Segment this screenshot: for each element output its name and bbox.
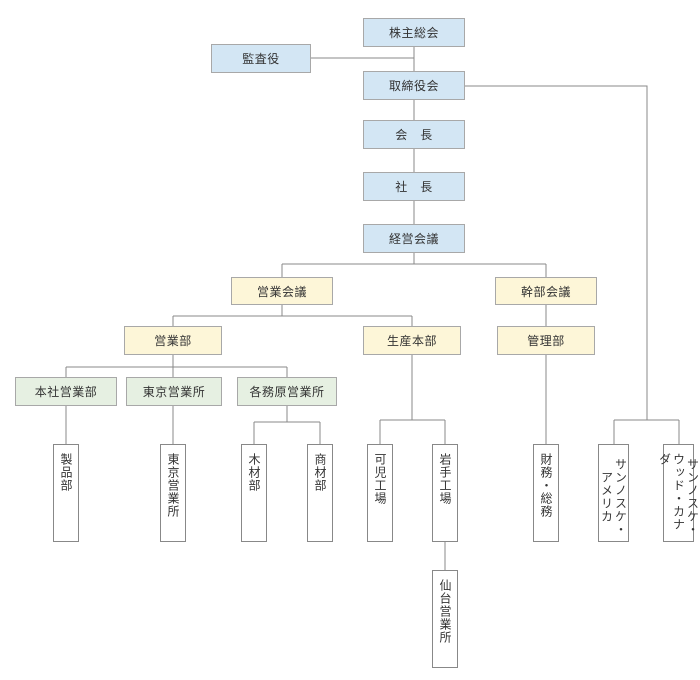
kakamigahara-sales-office-box: 各務原営業所	[237, 377, 337, 406]
chairman-label: 会 長	[395, 128, 433, 142]
president-label: 社 長	[395, 180, 433, 194]
sannosuke-america-line2: アメリカ	[599, 471, 614, 523]
sannosuke-wood-canada-box: サンノスケ・ ウッド・カナダ	[658, 444, 700, 542]
auditor-label: 監査役	[242, 52, 280, 66]
tokyo-sales-office-unit-label: 東京営業所	[166, 453, 180, 518]
auditor-box: 監査役	[211, 44, 311, 73]
lumber-dept-label: 木材部	[247, 453, 261, 492]
shareholders-meeting-box: 株主総会	[363, 18, 465, 47]
iwate-factory-label: 岩手工場	[438, 453, 452, 505]
sales-department-label: 営業部	[154, 334, 192, 348]
kakamigahara-sales-office-label: 各務原営業所	[249, 385, 325, 399]
lumber-dept-box: 木材部	[241, 444, 267, 542]
executive-meeting-box: 幹部会議	[495, 277, 597, 305]
management-meeting-label: 経営会議	[388, 232, 439, 246]
tokyo-sales-office-label: 東京営業所	[142, 385, 206, 399]
kani-factory-box: 可児工場	[367, 444, 393, 542]
sales-department-box: 営業部	[124, 326, 222, 355]
board-of-directors-label: 取締役会	[388, 79, 439, 93]
sales-meeting-box: 営業会議	[231, 277, 333, 305]
administration-department-label: 管理部	[527, 334, 565, 348]
trading-lumber-dept-box: 商材部	[307, 444, 333, 542]
shareholders-meeting-label: 株主総会	[388, 26, 439, 40]
board-of-directors-box: 取締役会	[363, 71, 465, 100]
trading-lumber-dept-label: 商材部	[313, 453, 327, 492]
sannosuke-america-box: サンノスケ・ アメリカ	[598, 444, 629, 542]
sendai-sales-office-label: 仙台営業所	[438, 579, 452, 644]
production-division-label: 生産本部	[386, 334, 437, 348]
sales-meeting-label: 営業会議	[256, 284, 307, 299]
head-office-sales-box: 本社営業部	[15, 377, 117, 406]
tokyo-sales-office-box: 東京営業所	[126, 377, 222, 406]
sendai-sales-office-box: 仙台営業所	[432, 570, 458, 668]
kani-factory-label: 可児工場	[373, 453, 387, 505]
president-box: 社 長	[363, 172, 465, 201]
head-office-sales-label: 本社営業部	[34, 385, 98, 399]
management-meeting-box: 経営会議	[363, 224, 465, 253]
sannosuke-wood-canada-line1: サンノスケ・	[685, 458, 700, 536]
finance-general-affairs-box: 財務・総務	[533, 444, 559, 542]
chairman-box: 会 長	[363, 120, 465, 149]
executive-meeting-label: 幹部会議	[520, 284, 571, 299]
tokyo-sales-office-unit-box: 東京営業所	[160, 444, 186, 542]
sannosuke-america-line1: サンノスケ・	[613, 458, 628, 536]
administration-department-box: 管理部	[497, 326, 595, 355]
production-division-box: 生産本部	[363, 326, 461, 355]
products-dept-label: 製品部	[59, 453, 73, 492]
sannosuke-wood-canada-line2: ウッド・カナダ	[657, 453, 686, 531]
finance-general-affairs-label: 財務・総務	[539, 453, 553, 518]
iwate-factory-box: 岩手工場	[432, 444, 458, 542]
products-dept-box: 製品部	[53, 444, 79, 542]
